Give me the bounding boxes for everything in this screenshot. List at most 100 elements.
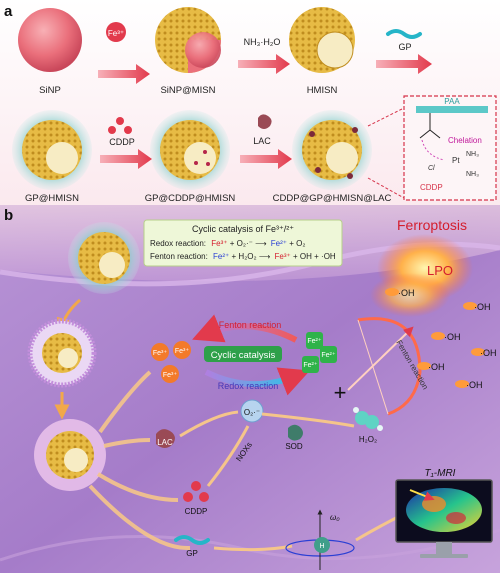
gp-label: GP bbox=[186, 549, 198, 558]
sod-label: SOD bbox=[285, 442, 303, 451]
cyclic-catalysis-label: Cyclic catalysis bbox=[211, 350, 276, 361]
redox-label: Redox reaction: bbox=[150, 239, 206, 248]
redox-arrow: ⟶ bbox=[255, 239, 267, 248]
fe2-ion-1: Fe²⁺ bbox=[307, 338, 322, 345]
cddp-gp-hmisn-lac-sphere bbox=[292, 110, 372, 190]
ferroptosis-label: Ferroptosis bbox=[397, 217, 467, 233]
mri-label: T₁-MRI bbox=[425, 468, 456, 479]
proton-precession bbox=[285, 509, 355, 570]
inset-cddp: CDDP bbox=[420, 183, 443, 192]
lac-to-superoxide bbox=[179, 410, 239, 438]
gp-hmisn-sphere bbox=[12, 110, 92, 190]
cyclic-catalysis-pill bbox=[204, 346, 282, 362]
lac-enzyme bbox=[156, 429, 175, 448]
redox-reaction-label: Redox reaction bbox=[218, 381, 279, 391]
fenton-reaction-label: Fenton reaction bbox=[219, 320, 282, 330]
chelation-bond bbox=[421, 139, 445, 161]
branch-arrows bbox=[88, 370, 191, 551]
inset-nh3-bottom: NH₃ bbox=[466, 171, 479, 178]
reagent-gp: GP bbox=[398, 42, 411, 52]
fenton-lhs: Fe²⁺ bbox=[213, 252, 229, 261]
hmisn-sphere bbox=[289, 7, 355, 73]
lpo-label: LPO bbox=[427, 263, 453, 278]
inset-cl: Cl bbox=[428, 165, 435, 172]
fe3-ions: Fe³⁺ Fe³⁺ Fe³⁺ bbox=[151, 341, 191, 383]
inset-box bbox=[403, 95, 497, 201]
oh-radical-1: ·OH bbox=[398, 288, 415, 298]
stage-label-sinp: SiNP bbox=[39, 85, 61, 96]
stage-label-gp-cddp-hmisn: GP@CDDP@HMISN bbox=[145, 193, 236, 204]
stage-label-gp-hmisn: GP@HMISN bbox=[25, 193, 79, 204]
fenton-arrow: ⟶ bbox=[259, 252, 271, 261]
arrow-ammonia: NH₃·H₂O bbox=[238, 37, 290, 74]
arrow-gp: GP bbox=[376, 29, 432, 74]
degraded-nanoparticle bbox=[34, 419, 106, 491]
stage-label-hmisn: HMISN bbox=[307, 85, 338, 96]
proton-label: H bbox=[319, 543, 324, 550]
inset-chelation: Chelation bbox=[448, 136, 482, 145]
inset-paa-label: PAA bbox=[444, 97, 460, 106]
sinp-sphere bbox=[18, 8, 82, 72]
sod-enzyme bbox=[288, 424, 303, 441]
fenton-plus: + H₂O₂ bbox=[232, 252, 259, 261]
gp-chain bbox=[174, 535, 210, 545]
panel-a-label: a bbox=[4, 3, 13, 20]
h2o2-label: H₂O₂ bbox=[359, 435, 377, 444]
paa-chain bbox=[416, 106, 488, 113]
reagent-ammonia: NH₃·H₂O bbox=[244, 37, 281, 47]
fenton-equation: Fenton reaction: Fe²⁺ + H₂O₂ ⟶ Fe³⁺ + OH… bbox=[150, 252, 336, 261]
oh-radical-2: ·OH bbox=[474, 302, 491, 312]
oh-radical-4: ·OH bbox=[428, 362, 445, 372]
fe3-ion-1: Fe³⁺ bbox=[153, 350, 168, 357]
redox-cycle-arc bbox=[204, 367, 310, 396]
gp-cddp-hmisn-sphere bbox=[150, 110, 230, 190]
omega-label: ω₀ bbox=[330, 513, 340, 522]
endosome bbox=[27, 318, 97, 388]
cyclic-box-title: Cyclic catalysis of Fe³⁺/²⁺ bbox=[192, 224, 294, 234]
carboxylate-group bbox=[419, 113, 441, 139]
fenton-label: Fenton reaction: bbox=[150, 252, 208, 261]
ferroptosis-glow bbox=[370, 234, 473, 317]
fe2-ions: Fe²⁺ Fe²⁺ Fe²⁺ bbox=[302, 332, 337, 373]
fe3-ion-3: Fe³⁺ bbox=[163, 372, 178, 379]
redox-equation: Redox reaction: Fe³⁺ + O₂·⁻ ⟶ Fe²⁺ + O₂ bbox=[150, 239, 305, 248]
fenton-rest: + OH + ·OH bbox=[293, 252, 336, 261]
inset-pt: Pt bbox=[452, 156, 460, 165]
mri-monitor bbox=[395, 479, 493, 558]
redox-plus: + O₂·⁻ bbox=[230, 239, 255, 248]
superoxide bbox=[240, 399, 264, 423]
reagent-lac: LAC bbox=[253, 136, 271, 146]
redox-rhs: Fe²⁺ bbox=[271, 239, 287, 248]
panel-b-label: b bbox=[4, 207, 13, 224]
oh-radical-6: ·OH bbox=[466, 380, 483, 390]
arrow-lac: LAC bbox=[240, 114, 292, 169]
inset-nh3-top: NH₃ bbox=[466, 151, 479, 158]
superoxide-label: O₂·⁻ bbox=[244, 408, 260, 417]
stage-label-cddp-gp-hmisn-lac: CDDP@GP@HMISN@LAC bbox=[273, 193, 392, 204]
redox-rest: + O₂ bbox=[289, 239, 305, 248]
sinp-misn-sphere bbox=[155, 7, 221, 73]
arrow-fe: Fe³⁺ bbox=[98, 22, 150, 84]
h2o2-molecule bbox=[353, 407, 383, 431]
hydroxyl-radicals bbox=[385, 288, 485, 388]
cyclic-catalysis-box bbox=[143, 219, 343, 267]
nanoparticle-entering bbox=[68, 222, 140, 294]
cddp-particles bbox=[183, 481, 209, 502]
arrow-cddp: CDDP bbox=[100, 117, 152, 169]
reagent-fe: Fe³⁺ bbox=[108, 29, 124, 38]
stage-label-sinp-misn: SiNP@MISN bbox=[160, 85, 215, 96]
superoxide-to-h2o2 bbox=[261, 412, 355, 428]
oh-radical-5: ·OH bbox=[480, 348, 497, 358]
fe2-ion-3: Fe²⁺ bbox=[303, 362, 318, 369]
fenton-rhs: Fe³⁺ bbox=[275, 252, 291, 261]
fe3-ion-2: Fe³⁺ bbox=[175, 348, 190, 355]
redox-lhs: Fe³⁺ bbox=[211, 239, 227, 248]
oh-radical-3: ·OH bbox=[444, 332, 461, 342]
reagent-cddp: CDDP bbox=[109, 137, 135, 147]
lac-label: LAC bbox=[157, 438, 173, 447]
inset-connector bbox=[367, 107, 405, 199]
plus-sign: + bbox=[334, 380, 347, 405]
fenton-cycle-arc bbox=[192, 314, 298, 343]
cddp-label: CDDP bbox=[185, 507, 208, 516]
